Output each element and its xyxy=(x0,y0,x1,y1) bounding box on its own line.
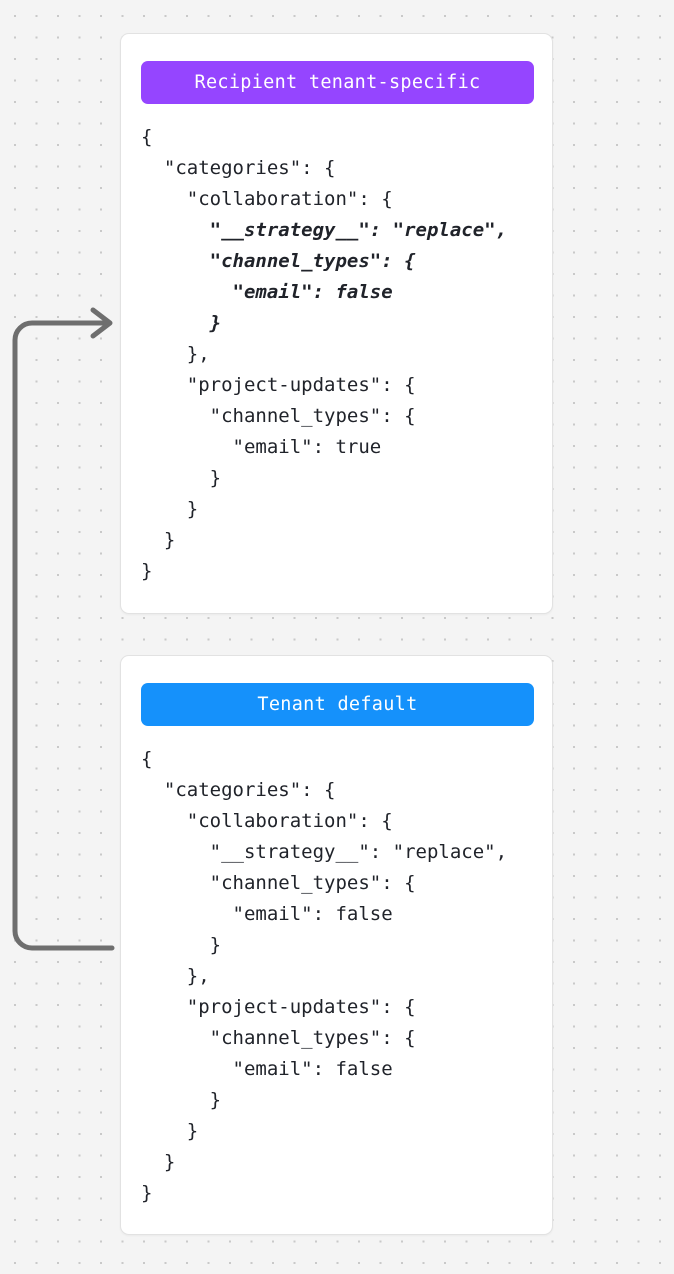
code-line: "project-updates": { xyxy=(141,996,416,1018)
code-line: }, xyxy=(141,343,210,365)
code-line: } xyxy=(141,1151,176,1173)
code-line: } xyxy=(141,1120,199,1142)
code-line: } xyxy=(141,312,222,334)
badge-tenant-default: Tenant default xyxy=(141,683,534,726)
code-block-recipient: { "categories": { "collaboration": { "__… xyxy=(141,122,538,587)
code-line: "__strategy__": "replace", xyxy=(141,841,508,863)
code-line: "project-updates": { xyxy=(141,374,416,396)
code-line: "email": true xyxy=(141,436,382,458)
card-tenant-default[interactable]: Tenant default { "categories": { "collab… xyxy=(120,655,553,1235)
merge-arrow-head xyxy=(90,307,113,339)
code-line: { xyxy=(141,748,153,770)
code-line: "categories": { xyxy=(141,779,336,801)
code-line: } xyxy=(141,1089,222,1111)
code-line: } xyxy=(141,560,153,582)
code-line: "channel_types": { xyxy=(141,250,416,272)
code-line: "channel_types": { xyxy=(141,405,416,427)
code-block-tenant: { "categories": { "collaboration": { "__… xyxy=(141,744,538,1209)
code-line: { xyxy=(141,126,153,148)
code-line: "__strategy__": "replace", xyxy=(141,219,508,241)
code-line: "channel_types": { xyxy=(141,872,416,894)
code-line: "collaboration": { xyxy=(141,188,393,210)
code-line: "email": false xyxy=(141,1058,393,1080)
code-line: "categories": { xyxy=(141,157,336,179)
code-line: } xyxy=(141,498,199,520)
code-line: } xyxy=(141,934,222,956)
code-line: }, xyxy=(141,965,210,987)
badge-recipient-tenant-specific: Recipient tenant-specific xyxy=(141,61,534,104)
code-line: } xyxy=(141,467,222,489)
merge-arrow-path xyxy=(12,320,115,951)
code-line: "email": false xyxy=(141,281,393,303)
code-line: "email": false xyxy=(141,903,393,925)
code-line: "collaboration": { xyxy=(141,810,393,832)
code-line: } xyxy=(141,529,176,551)
code-line: "channel_types": { xyxy=(141,1027,416,1049)
card-recipient-tenant-specific[interactable]: Recipient tenant-specific { "categories"… xyxy=(120,33,553,614)
code-line: } xyxy=(141,1182,153,1204)
